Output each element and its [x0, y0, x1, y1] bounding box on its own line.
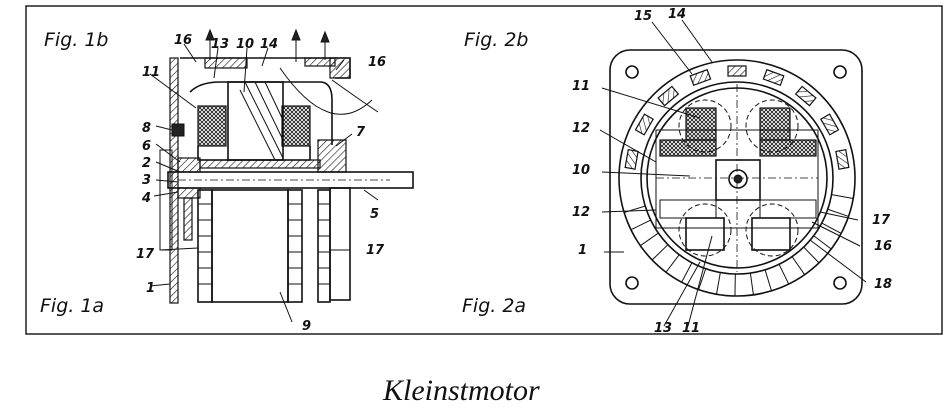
coil-upper-right [759, 107, 791, 141]
figure-2-front-view [599, 19, 867, 327]
stator-slot [762, 68, 785, 86]
callout-17-left: 17 [136, 247, 155, 262]
motor-shaft [167, 171, 414, 189]
square-flange [609, 49, 863, 305]
callout-12-lower: 12 [572, 205, 590, 220]
callout-16-right-fig2: 16 [874, 239, 892, 254]
stator-slot [794, 85, 817, 107]
stator-spoke [764, 269, 772, 291]
drawing-caption: Kleinstmotor [382, 374, 540, 407]
callout-1: 1 [146, 281, 155, 296]
coil-left [197, 105, 227, 147]
callout-5: 5 [370, 207, 379, 222]
callout-16-top: 16 [174, 33, 192, 48]
coil-right [281, 105, 311, 147]
stator-spoke [778, 264, 790, 285]
callout-16-right: 16 [368, 55, 386, 70]
stator-slot [820, 113, 840, 136]
callout-6: 6 [142, 139, 151, 154]
callout-14-right: 14 [668, 7, 686, 22]
stator-spoke [827, 208, 849, 217]
callout-3: 3 [142, 173, 151, 188]
callout-17-right-fig2: 17 [872, 213, 891, 228]
fig-1a-label: Fig. 1a [40, 295, 104, 317]
callout-13: 13 [211, 37, 229, 52]
stator-spoke [640, 232, 659, 247]
callout-11: 11 [142, 65, 160, 80]
rotor-body [211, 189, 289, 303]
stator-slot [727, 65, 747, 77]
stator-slot [624, 148, 639, 170]
stator-spoke [630, 219, 651, 231]
callout-9: 9 [302, 319, 311, 334]
stator-spoke [803, 246, 820, 264]
callout-4: 4 [141, 191, 151, 206]
stator-slot [835, 148, 850, 170]
callout-13-right: 13 [654, 321, 672, 336]
stator-spoke [665, 254, 680, 273]
callout-10: 10 [236, 37, 254, 52]
stator-spoke [681, 262, 693, 283]
callout-14: 14 [260, 37, 278, 52]
shaft-hub [728, 169, 748, 189]
stator-slot [634, 113, 654, 136]
stator-spoke [813, 235, 832, 250]
callout-12-upper: 12 [572, 121, 590, 136]
stator-spoke [698, 268, 707, 290]
callout-17-right: 17 [366, 243, 385, 258]
stator-spoke [791, 256, 806, 275]
coil-upper-left [685, 107, 717, 141]
stator-slot [657, 85, 680, 107]
callout-2: 2 [142, 156, 151, 171]
callout-7: 7 [356, 125, 366, 140]
callout-1-right: 1 [578, 243, 587, 258]
stator-slot [689, 68, 712, 86]
stator-ring [618, 59, 856, 297]
fig-2a-label: Fig. 2a [462, 295, 526, 317]
fig-2b-label: Fig. 2b [464, 29, 529, 51]
stator-spoke [831, 194, 854, 199]
fig-1b-label: Fig. 1b [44, 29, 109, 51]
callout-15: 15 [634, 9, 652, 24]
stator-spoke [716, 272, 721, 295]
figure-1-side-section [149, 28, 414, 323]
callout-11-right: 11 [572, 79, 590, 94]
flange-plate [169, 57, 179, 304]
stator-spoke [651, 244, 669, 261]
callout-10-right: 10 [572, 163, 590, 178]
callout-11-bottom: 11 [682, 321, 700, 336]
drawing-frame [25, 5, 943, 335]
stator-spoke [821, 222, 842, 234]
callout-18: 18 [874, 277, 892, 292]
stator-spoke [749, 272, 754, 295]
callout-8: 8 [142, 121, 151, 136]
